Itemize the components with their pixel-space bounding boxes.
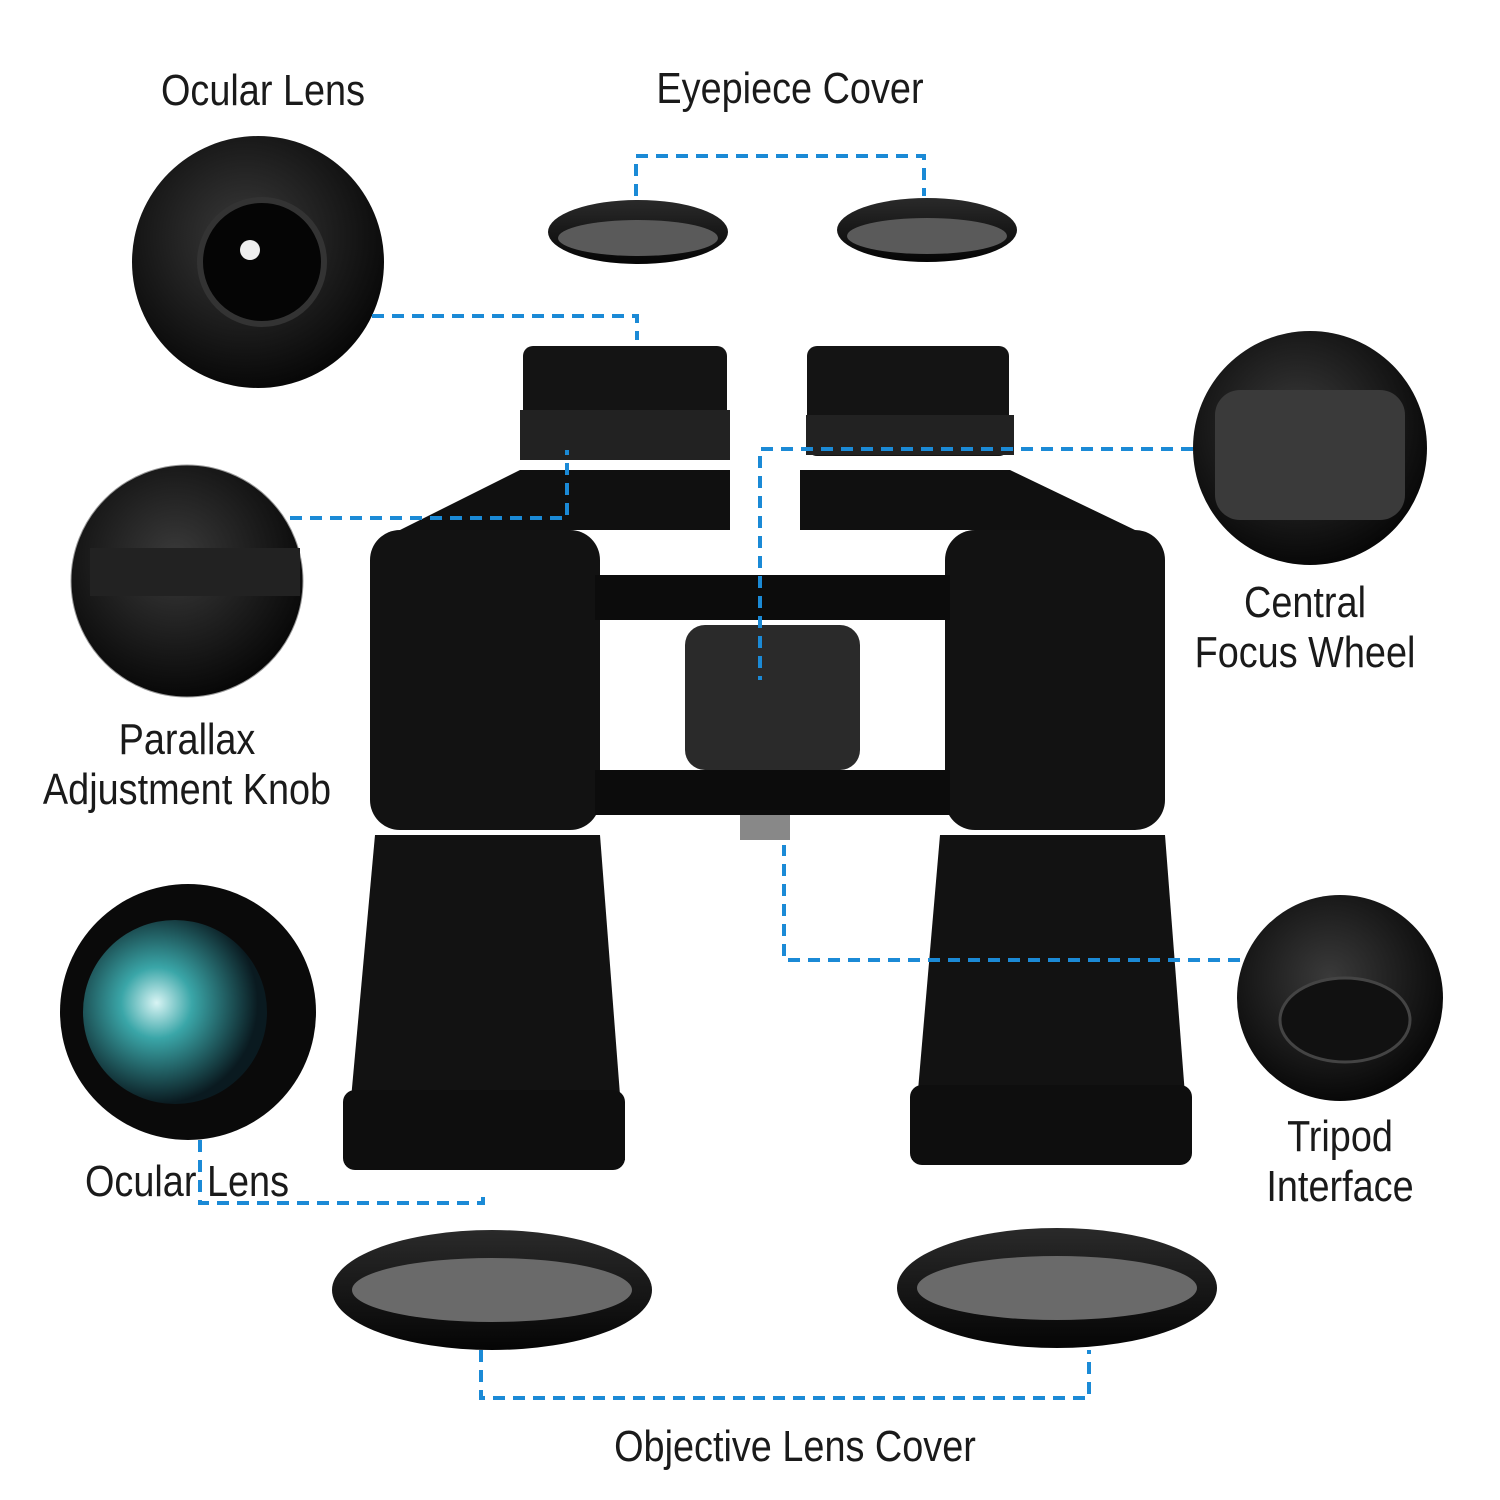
label-line: Focus Wheel <box>1194 628 1416 677</box>
leader-lines <box>198 154 1240 1400</box>
ocular-lens-lower-detail <box>60 884 316 1140</box>
ocular-lens-detail <box>132 136 384 388</box>
leader-ocular-lens-top <box>372 314 639 340</box>
binocular-body <box>343 346 1192 1170</box>
label-line: Adjustment Knob <box>42 765 332 814</box>
label-ocular-lens-top: Ocular Lens <box>160 66 366 115</box>
label-tripod-interface: Tripod Interface <box>1211 1112 1469 1212</box>
label-eyepiece-cover: Eyepiece Cover <box>656 64 924 113</box>
tripod-interface-detail <box>1237 895 1443 1101</box>
label-line: Interface <box>1266 1162 1414 1211</box>
eyepiece-covers <box>548 198 1017 264</box>
label-objective-lens-cover: Objective Lens Cover <box>614 1422 976 1471</box>
leader-objective-lens-cover <box>479 1350 1091 1400</box>
leader-parallax-knob <box>290 450 569 520</box>
parallax-knob-detail <box>70 464 304 698</box>
leader-central-focus-wheel <box>758 447 1193 680</box>
label-parallax-adjustment-knob: Parallax Adjustment Knob <box>28 715 346 815</box>
central-focus-wheel-detail <box>1193 331 1427 565</box>
label-line: Parallax <box>118 715 256 764</box>
leader-ocular-lens-bottom <box>198 1140 485 1205</box>
leader-tripod-interface <box>782 845 1240 962</box>
focus-wheel <box>685 625 860 770</box>
leader-eyepiece-cover <box>634 154 926 196</box>
label-line: Central <box>1244 578 1366 627</box>
objective-lens-covers <box>332 1228 1217 1350</box>
label-line: Tripod <box>1287 1112 1393 1161</box>
label-central-focus-wheel: Central Focus Wheel <box>1176 578 1434 678</box>
label-ocular-lens-bottom: Ocular Lens <box>84 1157 290 1206</box>
